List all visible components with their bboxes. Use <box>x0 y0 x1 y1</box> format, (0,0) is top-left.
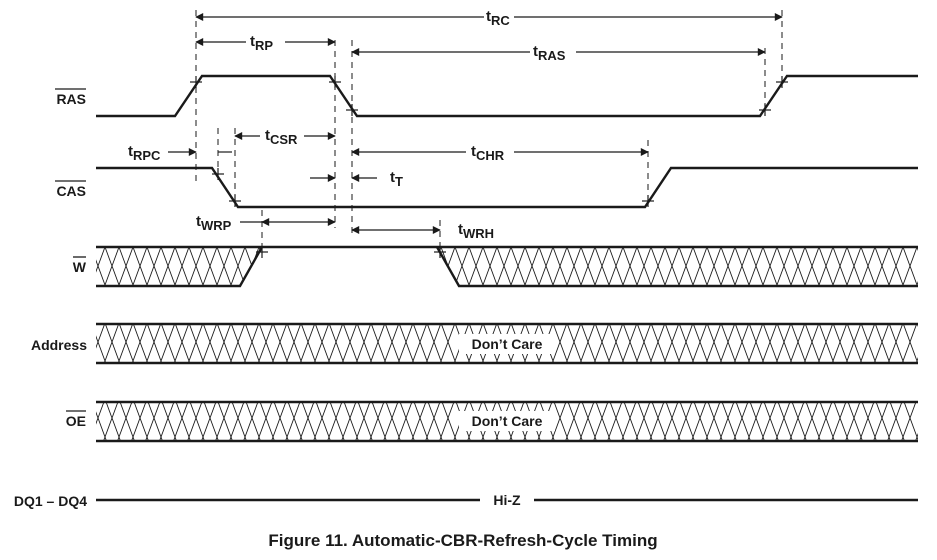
trp-sub: RP <box>255 38 273 53</box>
tras-sub: RAS <box>538 48 566 63</box>
svg-text:tRPC: tRPC <box>128 143 161 163</box>
ras-waveform <box>96 74 918 118</box>
timing-tchr: tCHR <box>351 143 649 163</box>
timing-twrh: tWRH <box>351 221 494 241</box>
trpc-t: t <box>128 143 133 160</box>
trc-sub: RC <box>491 13 510 28</box>
tt-sub: T <box>395 174 403 189</box>
w-waveform <box>96 245 918 288</box>
trc-t: t <box>486 8 491 25</box>
tcsr-sub: CSR <box>270 132 298 147</box>
signal-label-oe: OE <box>66 413 86 429</box>
twrp-t: t <box>196 213 201 230</box>
transition-ticks <box>190 76 788 258</box>
cas-waveform <box>96 166 918 209</box>
dq-hiz-line: Hi-Z <box>96 492 918 508</box>
twrp-sub: WRP <box>201 218 232 233</box>
tchr-sub: CHR <box>476 148 505 163</box>
svg-text:tRP: tRP <box>250 33 273 53</box>
svg-text:tWRH: tWRH <box>458 221 494 241</box>
svg-text:tCSR: tCSR <box>265 127 298 147</box>
signal-label-dq: DQ1 – DQ4 <box>14 493 87 509</box>
twrh-sub: WRH <box>463 226 494 241</box>
signal-label-ras: RAS <box>56 91 86 107</box>
svg-text:tT: tT <box>390 169 403 189</box>
twrh-t: t <box>458 221 463 238</box>
svg-text:tCHR: tCHR <box>471 143 505 163</box>
timing-trp: tRP <box>195 33 336 53</box>
address-label-bg <box>459 334 555 354</box>
svg-text:tRAS: tRAS <box>533 43 566 63</box>
signal-label-cas: CAS <box>56 183 86 199</box>
timing-tcsr: tCSR <box>234 127 336 147</box>
address-bus: Don’t Care <box>96 322 918 365</box>
oe-bus-label: Don’t Care <box>472 413 543 429</box>
timing-trpc: tRPC <box>128 143 197 163</box>
oe-bus: Don’t Care <box>96 400 918 443</box>
signal-label-w: W <box>73 259 87 275</box>
timing-tt: tT <box>310 169 403 189</box>
tcsr-t: t <box>265 127 270 144</box>
tchr-t: t <box>471 143 476 160</box>
dq-bus-label: Hi-Z <box>493 492 521 508</box>
timing-twrp: tWRP <box>196 213 336 233</box>
svg-text:tWRP: tWRP <box>196 213 232 233</box>
timing-tras: tRAS <box>351 43 766 63</box>
trpc-sub: RPC <box>133 148 161 163</box>
address-bus-label: Don’t Care <box>472 336 543 352</box>
figure-caption: Figure 11. Automatic-CBR-Refresh-Cycle T… <box>268 531 657 550</box>
svg-text:tRC: tRC <box>486 8 510 28</box>
trp-t: t <box>250 33 255 50</box>
oe-label-bg <box>459 411 555 431</box>
tt-t: t <box>390 169 395 186</box>
reference-lines <box>195 10 783 250</box>
timing-trc: tRC <box>195 8 783 28</box>
signal-label-address: Address <box>31 337 87 353</box>
tras-t: t <box>533 43 538 60</box>
